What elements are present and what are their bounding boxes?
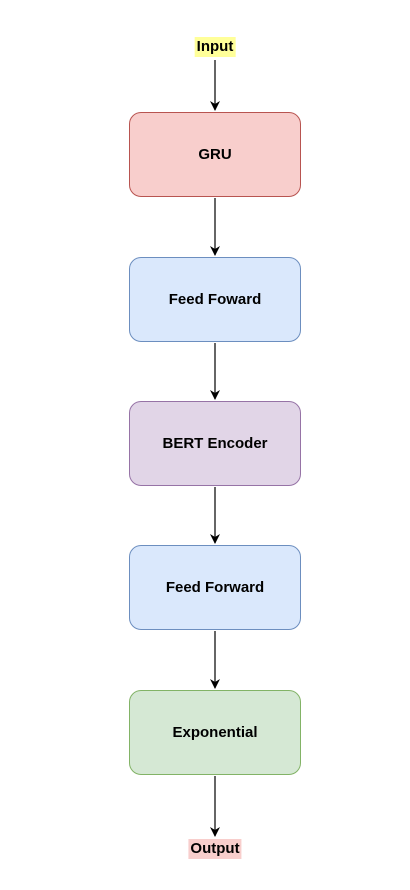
gru-block-label: GRU bbox=[198, 146, 232, 163]
bert-encoder-block-label: BERT Encoder bbox=[162, 435, 268, 452]
input-label: Input bbox=[194, 37, 236, 57]
exponential-block: Exponential bbox=[129, 690, 301, 775]
feed-foward-block: Feed Foward bbox=[129, 257, 301, 342]
feed-foward-block-label: Feed Foward bbox=[168, 291, 262, 308]
feed-forward-block: Feed Forward bbox=[129, 545, 301, 630]
feed-forward-block-label: Feed Forward bbox=[165, 579, 265, 596]
output-label: Output bbox=[188, 839, 242, 859]
gru-block: GRU bbox=[129, 112, 301, 197]
bert-encoder-block: BERT Encoder bbox=[129, 401, 301, 486]
exponential-block-label: Exponential bbox=[172, 724, 258, 741]
